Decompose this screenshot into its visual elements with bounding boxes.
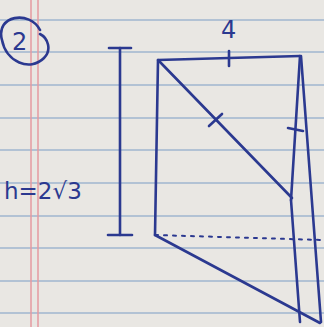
bracket-cap [109, 47, 131, 50]
right-edge [301, 56, 321, 322]
tick-mark [228, 51, 231, 66]
tick-mark [288, 128, 303, 131]
height-bracket [119, 48, 122, 235]
prism-figure [1, 18, 322, 323]
ruled-lines [0, 20, 324, 313]
middle-lower-edge [291, 200, 300, 322]
bracket-cap [108, 234, 132, 237]
hidden-edge [155, 235, 322, 240]
bottom-edge [155, 235, 320, 323]
callout-number: 2 [12, 30, 27, 54]
margin-lines [31, 0, 38, 327]
diagonal-edge [160, 62, 292, 198]
dimension-label: h=2√3 [4, 180, 82, 203]
tick-mark [209, 114, 222, 126]
number-circle [1, 18, 48, 65]
dimension-label: 4 [221, 18, 236, 42]
left-edge [155, 60, 158, 235]
